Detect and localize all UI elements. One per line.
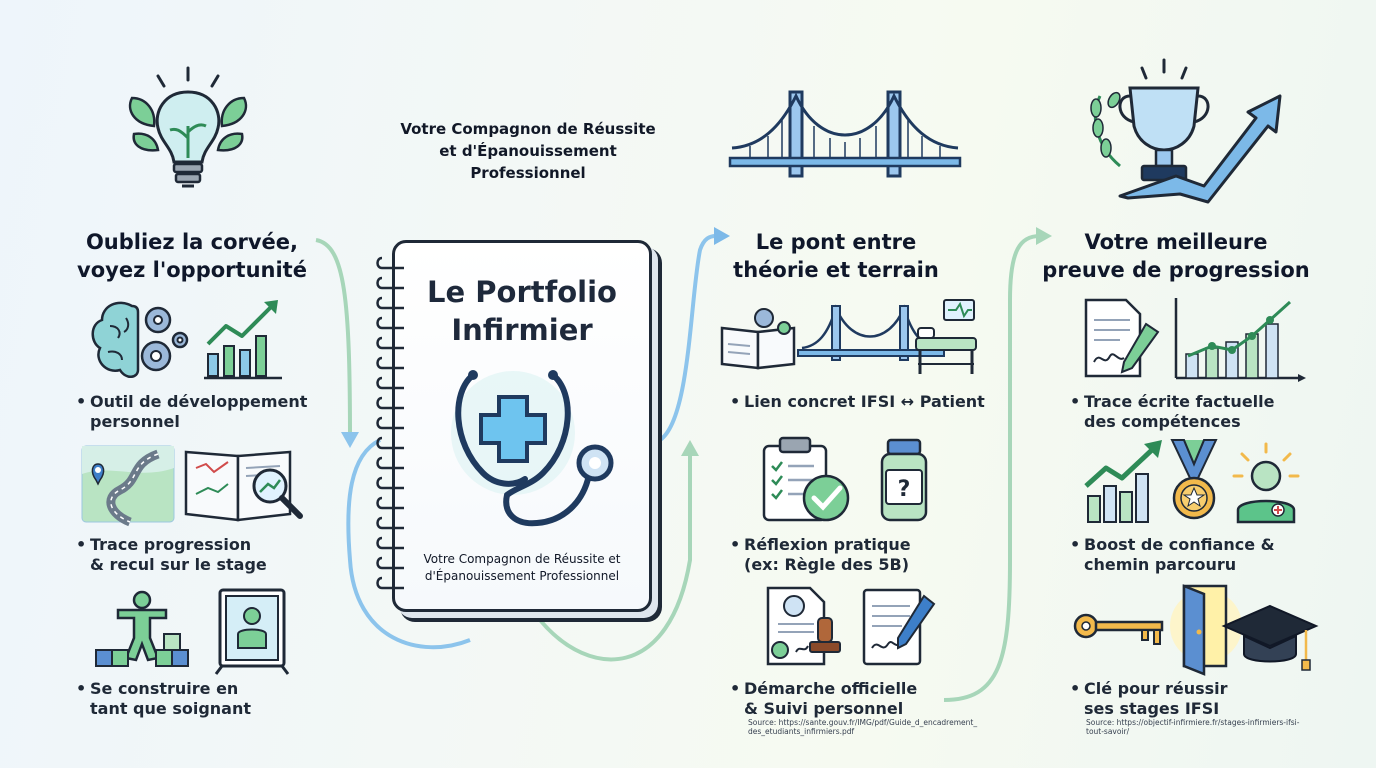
book-bridge-hospital-icon — [720, 299, 977, 374]
column-2-bullet-2: •Réflexion pratique (ex: Règle des 5B) — [730, 535, 911, 574]
column-1-heading: Oubliez la corvée, voyez l'opportunité — [77, 230, 307, 282]
portfolio-title: Le Portfolio Infirmier — [427, 275, 617, 347]
growth-chart-icon — [204, 300, 282, 380]
line-chart-icon — [1174, 298, 1306, 382]
column-3-heading: Votre meilleure preuve de progression — [1042, 230, 1310, 282]
arrow-bars-icon — [1084, 440, 1162, 523]
clipboard-check-icon — [762, 436, 850, 522]
document-stamp-icon — [766, 586, 841, 666]
document-pen-icon — [862, 588, 936, 666]
trophy-arrow-icon — [1090, 58, 1282, 204]
column-2-bullet-3: •Démarche officielle & Suivi personnel — [730, 679, 918, 718]
column-3-bullet-2: •Boost de confiance & chemin parcouru — [1070, 535, 1275, 574]
spiral-binding — [376, 256, 404, 590]
portfolio-notebook: Le Portfolio Infirmier Votre Compagnon d… — [392, 240, 652, 612]
bridge-icon — [728, 90, 962, 178]
column-2-bullet-1: •Lien concret IFSI ↔ Patient — [730, 392, 985, 411]
column-2-source: Source: https://sante.gouv.fr/IMG/pdf/Gu… — [748, 718, 978, 736]
book-magnifier-icon — [184, 450, 303, 522]
column-1-bullet-1: •Outil de développement personnel — [76, 392, 308, 431]
portfolio-tagline: Votre Compagnon de Réussite et d'Épanoui… — [423, 552, 621, 583]
medal-icon — [1170, 439, 1218, 520]
column-2-heading: Le pont entre théorie et terrain — [733, 230, 939, 282]
column-1-bullet-2: •Trace progression & recul sur le stage — [76, 535, 267, 574]
center-subtitle: Votre Compagnon de Réussite et d'Épanoui… — [400, 120, 656, 182]
svg-text:?: ? — [898, 477, 911, 502]
person-blocks-icon — [95, 590, 189, 667]
document-signature-icon — [1084, 298, 1160, 378]
column-3-bullet-1: •Trace écrite factuelle des compétences — [1070, 392, 1275, 431]
arrow-center-bottom — [538, 450, 692, 662]
graduation-cap-icon — [1221, 604, 1319, 671]
brain-gears-icon — [91, 301, 189, 378]
road-map-icon — [81, 445, 175, 527]
arrow-right-up — [943, 234, 1041, 702]
medicine-bottle-icon: ? — [880, 438, 928, 522]
arrow-left-loop — [346, 438, 471, 650]
open-door-icon — [1170, 584, 1242, 676]
arrow-center-up — [658, 234, 717, 442]
stethoscope-cross-icon — [451, 370, 614, 527]
mirror-icon — [214, 588, 290, 675]
nurse-avatar-icon — [1232, 442, 1300, 524]
column-3-bullet-3: •Clé pour réussir ses stages IFSI — [1070, 679, 1228, 718]
column-1-bullet-3: •Se construire en tant que soignant — [76, 679, 251, 718]
lightbulb-leaves-icon — [128, 66, 248, 188]
key-icon — [1073, 613, 1164, 645]
arrow-left-down — [315, 238, 352, 441]
column-3-source: Source: https://objectif-infirmiere.fr/s… — [1086, 718, 1300, 736]
